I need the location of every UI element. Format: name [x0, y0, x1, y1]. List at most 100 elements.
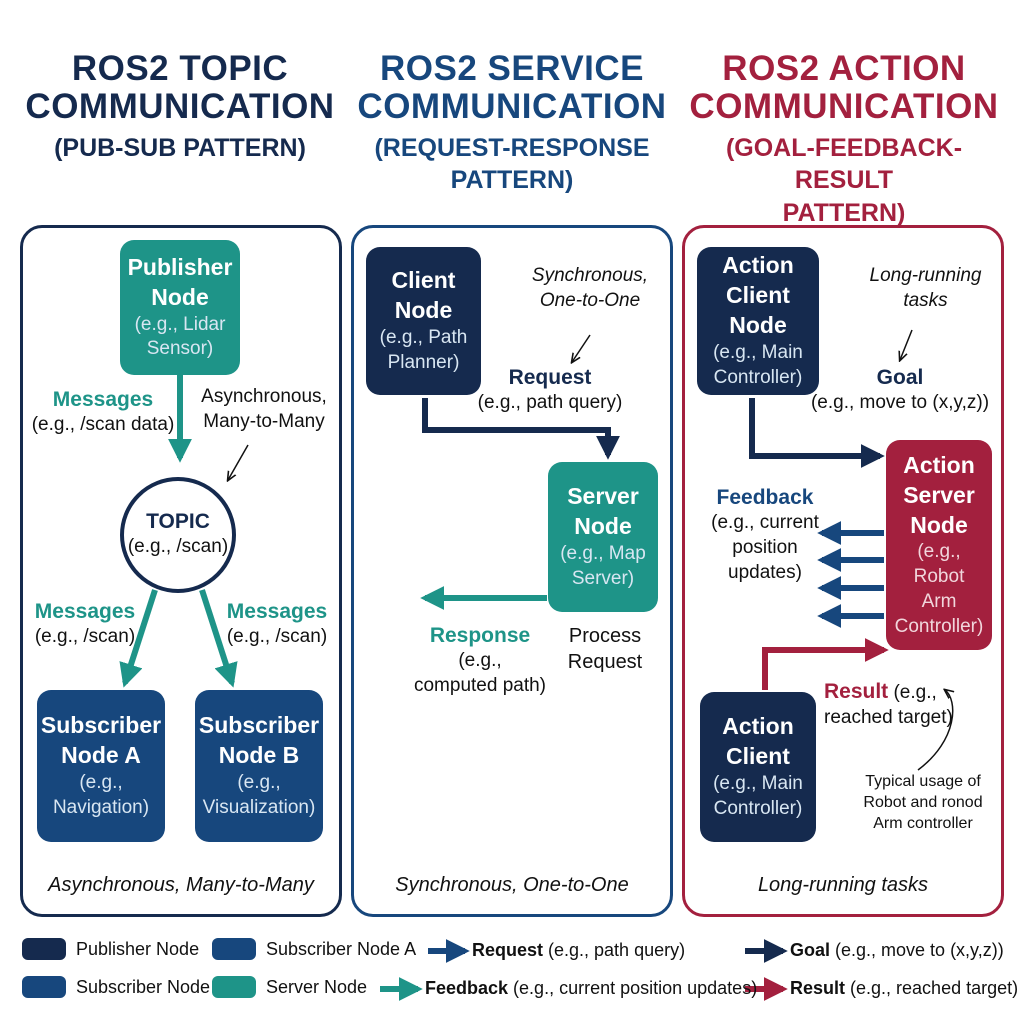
feedback-ex2: position [732, 536, 798, 558]
note-arrow-async [228, 444, 249, 480]
messages-b-ex: (e.g., /scan) [226, 626, 328, 648]
legend-swatch-sub-a [212, 938, 256, 960]
request-ex: (e.g., path query) [477, 392, 623, 414]
response-title: Response [429, 624, 531, 647]
goal-ex: (e.g., move to (x,y,z)) [810, 392, 990, 414]
subscriber-node-a[interactable]: Subscriber Node A (e.g., Navigation) [37, 690, 165, 842]
arrow-topic-to-sub-a [119, 589, 158, 688]
client-name1: Client [391, 267, 456, 294]
action-server-node[interactable]: Action Server Node (e.g., Robot Arm Cont… [886, 440, 992, 650]
service-title-line4: PATTERN) [450, 166, 574, 195]
topic-footer: Asynchronous, Many-to-Many [48, 874, 314, 896]
legend-publisher-text: Publisher Node [76, 938, 200, 959]
arrow-goal [749, 398, 885, 468]
note-arrow-long [900, 329, 913, 360]
legend-goal: Goal (e.g., move to (x,y,z)) [790, 940, 1004, 961]
legend-subscriber-b: Subscriber Node B [22, 976, 227, 998]
publisher-node[interactable]: Publisher Node (e.g., Lidar Sensor) [120, 240, 240, 375]
sub-a-name2: Node A [61, 742, 141, 769]
legend-publisher: Publisher Node [22, 938, 199, 960]
sync-note-line1: Synchronous, [531, 265, 649, 286]
messages-b-title: Messages [226, 600, 328, 623]
topic-node-ex: (e.g., /scan) [127, 536, 229, 558]
note-arrow-sync [572, 334, 591, 362]
process-line1: Process [568, 625, 642, 647]
server-name1: Server [567, 483, 639, 510]
legend-swatch-server [212, 976, 256, 998]
client-bottom-ex2: Controller) [713, 797, 803, 819]
messages-main-ex: (e.g., /scan data) [31, 414, 175, 436]
subscriber-node-b[interactable]: Subscriber Node B (e.g., Visualization) [195, 690, 323, 842]
service-title-line3: (REQUEST-RESPONSE [374, 133, 650, 162]
request-label: Request (e.g., path query) [470, 364, 630, 416]
action-client-node-top[interactable]: Action Client Node (e.g., Main Controlle… [697, 247, 819, 395]
client-top-name1: Action [722, 252, 794, 279]
topic-title-line2: COMMUNICATION [25, 86, 335, 126]
legend-result: Result (e.g., reached target) [790, 978, 1018, 999]
long-note-line2: tasks [903, 289, 948, 311]
usage-line3: Arm controller [873, 814, 973, 832]
topic-title: ROS2 TOPIC COMMUNICATION (PUB-SUB PATTER… [20, 50, 340, 164]
arrow-topic-to-sub-b [199, 589, 238, 688]
action-panel [682, 225, 1004, 917]
action-title-line4: PATTERN) [782, 198, 906, 227]
client-name2: Node [394, 297, 453, 324]
feedback-label: Feedback (e.g., current position updates… [705, 484, 825, 585]
publisher-name1: Publisher [127, 253, 233, 280]
usage-line2: Robot and ronod [863, 793, 983, 811]
messages-main-title: Messages [52, 388, 154, 411]
action-server-name1: Action [903, 451, 975, 478]
feedback-title: Feedback [716, 486, 814, 509]
response-ex1: (e.g., [458, 650, 502, 672]
sync-note: Synchronous, One-to-One [520, 264, 660, 313]
service-title-line2: COMMUNICATION [357, 86, 667, 126]
legend-swatch-publisher [22, 938, 66, 960]
note-arrow-usage [917, 690, 953, 771]
arrow-request [422, 398, 620, 460]
sync-note-line2: One-to-One [539, 289, 641, 311]
server-node[interactable]: Server Node (e.g., Map Server) [548, 462, 658, 612]
publisher-ex1: (e.g., Lidar [134, 313, 226, 335]
action-title-line1: ROS2 ACTION [722, 49, 966, 88]
legend-feedback-bold: Feedback [425, 978, 509, 998]
usage-note: Typical usage of Robot and ronod Arm con… [848, 772, 998, 834]
publisher-name2: Node [151, 283, 209, 310]
goal-title: Goal [876, 366, 924, 389]
action-title-line2: COMMUNICATION [689, 86, 999, 126]
action-server-name3: Node [910, 511, 968, 538]
feedback-ex3: updates) [728, 561, 802, 583]
legend-subscriber-a: Subscriber Node A [212, 938, 416, 960]
feedback-ex1: (e.g., current [711, 512, 819, 534]
client-bottom-name1: Action [722, 713, 794, 740]
client-node[interactable]: Client Node (e.g., Path Planner) [366, 247, 481, 395]
action-client-node-bottom[interactable]: Action Client (e.g., Main Controller) [700, 692, 816, 842]
process-request-label: Process Request [555, 623, 655, 675]
topic-panel [20, 225, 342, 917]
client-ex2: Planner) [387, 351, 460, 373]
sub-b-ex1: (e.g., [237, 772, 281, 794]
service-title: ROS2 SERVICE COMMUNICATION (REQUEST-RESP… [352, 50, 672, 197]
response-ex2: computed path) [413, 674, 547, 696]
result-ex2: reached target) [824, 706, 953, 728]
legend-server-text: Server Node [266, 976, 368, 997]
server-ex1: (e.g., Map [560, 543, 646, 565]
messages-a-title: Messages [34, 600, 136, 623]
long-note-line1: Long-running [869, 265, 982, 286]
legend-swatch-sub-b [22, 976, 66, 998]
legend-result-bold: Result [790, 978, 846, 998]
async-note-line2: Many-to-Many [203, 410, 325, 432]
messages-a-ex: (e.g., /scan) [34, 626, 136, 648]
action-server-name2: Server [903, 481, 975, 508]
arrow-result [762, 638, 889, 690]
goal-label: Goal (e.g., move to (x,y,z)) [810, 364, 990, 416]
legend-goal-bold: Goal [790, 940, 831, 960]
legend-feedback-text: (e.g., current position updates) [508, 978, 758, 998]
legend-request-text: (e.g., path query) [543, 940, 686, 960]
legend-feedback: Feedback (e.g., current position updates… [425, 978, 757, 999]
legend-sub-b-text: Subscriber Node B [76, 976, 228, 997]
topic-node-name: TOPIC [146, 510, 210, 533]
request-title: Request [508, 366, 592, 389]
topic-node[interactable]: TOPIC (e.g., /scan) [125, 508, 231, 560]
action-server-ex2: Arm [921, 590, 957, 612]
sub-b-ex2: Visualization) [202, 796, 316, 818]
